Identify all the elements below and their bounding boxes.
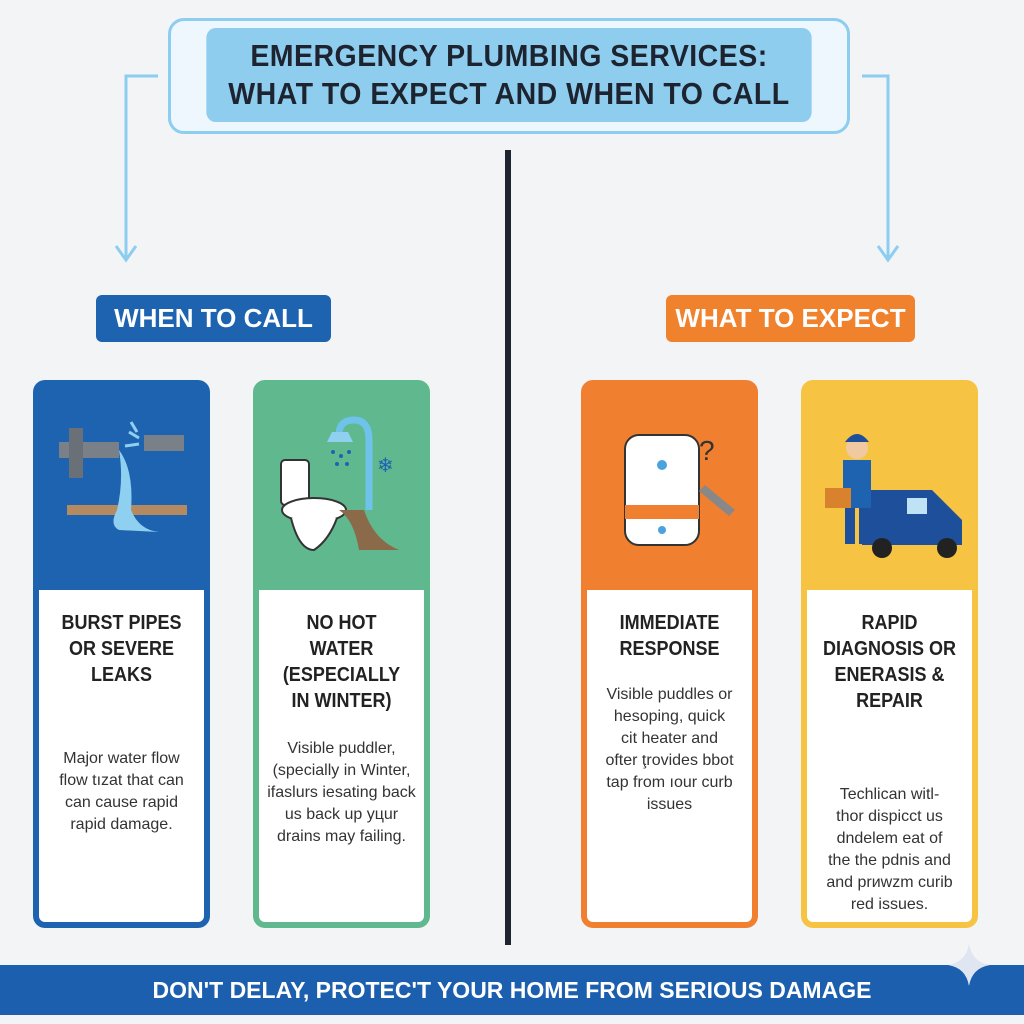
footer-banner: DON'T DELAY, PROTEC'T YOUR HOME FROM SER… bbox=[0, 965, 1024, 1015]
card-panel: RAPID DIAGNOSIS OR ENERASIS & REPAIR Tec… bbox=[807, 590, 972, 922]
svg-text:❄: ❄ bbox=[377, 455, 394, 477]
svg-text:?: ? bbox=[699, 435, 715, 466]
right-arrow-head bbox=[876, 245, 900, 263]
card-description: Visible puddler, (specially in Winter, i… bbox=[267, 740, 416, 845]
water-heater-icon: ? bbox=[587, 380, 752, 590]
title-line-2: WHAT TO EXPECT AND WHEN TO CALL bbox=[228, 76, 790, 111]
left-arrow-line bbox=[124, 74, 158, 258]
card-burst-pipes: BURST PIPES OR SEVERE LEAKS Major water … bbox=[33, 380, 210, 928]
card-rapid-diagnosis: RAPID DIAGNOSIS OR ENERASIS & REPAIR Tec… bbox=[801, 380, 978, 928]
page-title: EMERGENCY PLUMBING SERVICES: WHAT TO EXP… bbox=[206, 28, 812, 122]
technician-van-icon bbox=[807, 380, 972, 590]
what-to-expect-label: WHAT TO EXPECT bbox=[666, 295, 915, 342]
card-description: Major water flow flow tızat that can can… bbox=[59, 750, 184, 833]
card-no-hot-water: ❄ NO HOT WATER (ESPECIALLY IN WINTER) Vi… bbox=[253, 380, 430, 928]
card-immediate-response: ? IMMEDIATE RESPONSE Visible puddles or … bbox=[581, 380, 758, 928]
card-description: Visible puddles or hesoping, quick cit h… bbox=[605, 686, 734, 813]
sparkle-icon bbox=[948, 944, 990, 986]
left-arrow-head bbox=[114, 245, 138, 263]
right-arrow-line bbox=[862, 74, 890, 258]
card-panel: NO HOT WATER (ESPECIALLY IN WINTER) Visi… bbox=[259, 590, 424, 922]
title-line-1: EMERGENCY PLUMBING SERVICES: bbox=[250, 38, 768, 73]
when-to-call-label: WHEN TO CALL bbox=[96, 295, 331, 342]
center-divider bbox=[505, 150, 511, 945]
card-panel: BURST PIPES OR SEVERE LEAKS Major water … bbox=[39, 590, 204, 922]
card-title: IMMEDIATE RESPONSE bbox=[619, 612, 720, 660]
card-panel: IMMEDIATE RESPONSE Visible puddles or he… bbox=[587, 590, 752, 922]
card-title: RAPID DIAGNOSIS OR ENERASIS & REPAIR bbox=[822, 612, 957, 712]
toilet-shower-icon: ❄ bbox=[259, 380, 424, 590]
card-title: BURST PIPES OR SEVERE LEAKS bbox=[61, 612, 182, 686]
burst-pipe-icon bbox=[39, 380, 204, 590]
card-title: NO HOT WATER (ESPECIALLY IN WINTER) bbox=[282, 612, 401, 712]
card-description: Techlican witl- thor dispicct us dndelem… bbox=[826, 786, 953, 913]
connector-arrows bbox=[114, 74, 900, 263]
